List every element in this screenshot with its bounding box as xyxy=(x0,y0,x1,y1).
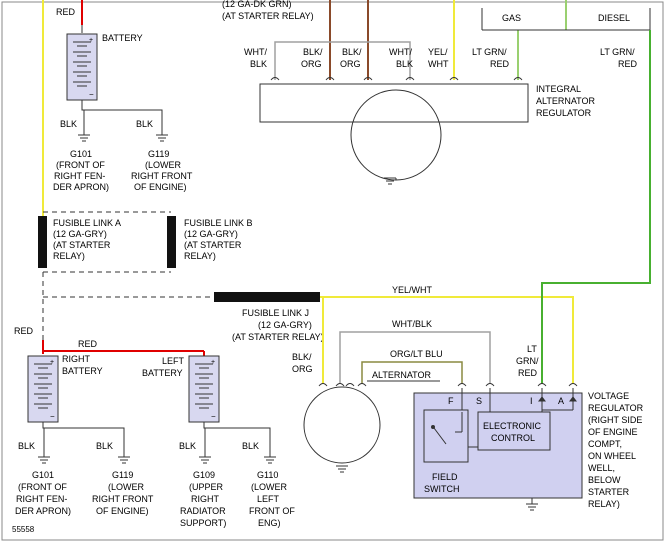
label-g101-bot: G101 (FRONT OF RIGHT FEN- DER APRON) xyxy=(15,470,71,516)
connector-pins-regulator xyxy=(457,383,578,387)
pin-f: F xyxy=(448,396,454,406)
label-lt-grn-red-1: LT GRN/RED xyxy=(472,47,510,69)
ground-icon-alternator xyxy=(336,465,348,473)
label-wht-blk-top2: WHT/BLK xyxy=(389,47,413,69)
field-switch-icon xyxy=(431,412,463,445)
label-lt-grn-red-mid: LT GRN/ RED xyxy=(516,344,541,378)
label-yel-wht-top: YEL/WHT xyxy=(428,47,449,69)
label-blk-b1: BLK xyxy=(18,441,35,451)
label-fusible-link-a: FUSIBLE LINK A (12 GA-GRY) (AT STARTER R… xyxy=(53,218,123,261)
label-blk-org-mid: BLK/ORG xyxy=(292,352,313,374)
wire-lbat-to-g109 xyxy=(203,422,206,457)
pin-a: A xyxy=(558,396,564,406)
label-blk-org-top2: BLK/ORG xyxy=(340,47,362,69)
label-blk-1: BLK xyxy=(60,119,77,129)
label-org-lt-blu: ORG/LT BLU xyxy=(390,349,443,359)
label-blk-org-top: BLK/ORG xyxy=(301,47,323,69)
wire-lbat-to-g110 xyxy=(204,427,271,457)
label-electronic-control: ELECTRONIC CONTROL xyxy=(483,421,544,443)
field-switch-box xyxy=(423,409,469,463)
ground-icon-regulator xyxy=(526,498,538,511)
wire-rbat-to-g119 xyxy=(43,427,125,457)
fusible-link-j xyxy=(214,292,320,302)
label-g119-bot: G119 (LOWER RIGHT FRONT OF ENGINE) xyxy=(92,470,156,516)
wire-rbat-to-g101 xyxy=(42,422,45,457)
label-top-wire: (12 GA-DK GRN) (AT STARTER RELAY) xyxy=(222,0,314,21)
connector-pins-alternator xyxy=(318,383,367,387)
alternator-circle xyxy=(303,386,381,464)
fusible-link-b xyxy=(167,216,176,268)
svg-text:−: − xyxy=(50,412,55,421)
label-blk-b4: BLK xyxy=(242,441,259,451)
gray-wire-loop xyxy=(274,41,411,80)
ground-icon-g110 xyxy=(264,456,276,464)
svg-text:+: + xyxy=(50,359,54,366)
olive-wire-org-lt-blu xyxy=(361,361,463,384)
electronic-control-box xyxy=(477,411,551,451)
pin-i: I xyxy=(530,396,533,406)
wire-battery-to-g119 xyxy=(82,109,163,135)
fusible-link-a xyxy=(38,216,47,268)
svg-text:−: − xyxy=(89,90,94,99)
label-blk-b3: BLK xyxy=(179,441,196,451)
label-fusible-link-b: FUSIBLE LINK B (12 GA-GRY) (AT STARTER R… xyxy=(184,218,255,261)
battery-icon: + − xyxy=(66,33,98,101)
label-right-battery: RIGHT BATTERY xyxy=(62,354,103,376)
label-left-battery: LEFT BATTERY xyxy=(142,356,186,378)
pin-s: S xyxy=(476,396,482,406)
label-blk-2: BLK xyxy=(136,119,153,129)
ground-icon-g101-top xyxy=(78,134,90,142)
label-wht-blk-top: WHT/BLK xyxy=(244,47,267,69)
ground-icon-integral-alt xyxy=(384,177,396,185)
label-g109: G109 (UPPER RIGHT RADIATOR SUPPORT) xyxy=(180,470,228,528)
label-red-top: RED xyxy=(56,7,76,17)
svg-text:−: − xyxy=(211,412,216,421)
label-alternator: ALTERNATOR xyxy=(372,370,432,380)
label-g110: G110 (LOWER LEFT FRONT OF ENG) xyxy=(249,470,297,528)
ground-icon-g101-bot xyxy=(38,456,50,464)
connector-pins-top xyxy=(270,77,523,81)
label-diesel: DIESEL xyxy=(598,13,630,23)
gray-wire-loop-bottom xyxy=(339,331,491,384)
label-gas: GAS xyxy=(502,13,521,23)
label-blk-b2: BLK xyxy=(96,441,113,451)
label-voltage-regulator: VOLTAGE REGULATOR (RIGHT SIDE OF ENGINE … xyxy=(588,391,646,509)
ground-icon-g109 xyxy=(199,456,211,464)
label-battery: BATTERY xyxy=(102,33,143,43)
label-integral-regulator: INTEGRAL ALTERNATOR REGULATOR xyxy=(536,84,598,118)
label-red-mid2: RED xyxy=(78,339,98,349)
right-battery-icon: + − xyxy=(27,355,59,423)
integral-alternator-circle xyxy=(350,89,442,181)
label-wht-blk-mid: WHT/BLK xyxy=(392,319,432,329)
left-battery-icon: + − xyxy=(188,355,220,423)
integral-regulator-box-outline xyxy=(259,83,529,123)
label-fusible-link-j: FUSIBLE LINK J (12 GA-GRY) (AT STARTER R… xyxy=(232,308,324,342)
ground-icon-g119-bot xyxy=(118,456,130,464)
label-g119-top: G119 (LOWER RIGHT FRONT OF ENGINE) xyxy=(131,149,195,192)
label-g101-top: G101 (FRONT OF RIGHT FEN- DER APRON) xyxy=(53,149,109,192)
green-wire-regulator xyxy=(541,30,651,384)
ground-icon-g119-top xyxy=(156,134,168,142)
label-lt-grn-red-2: LT GRN/RED xyxy=(600,47,638,69)
svg-text:+: + xyxy=(211,359,215,366)
wire-battery-to-g101 xyxy=(81,100,85,135)
svg-text:+: + xyxy=(89,37,93,44)
yellow-wire-fl-j-to-regulator xyxy=(320,296,574,384)
label-yel-wht-mid: YEL/WHT xyxy=(392,285,433,295)
regulator-internal-wiring xyxy=(461,388,577,412)
figure-id: 55558 xyxy=(12,525,35,534)
label-red-mid: RED xyxy=(14,326,34,336)
label-field-switch: FIELD SWITCH xyxy=(424,472,460,494)
